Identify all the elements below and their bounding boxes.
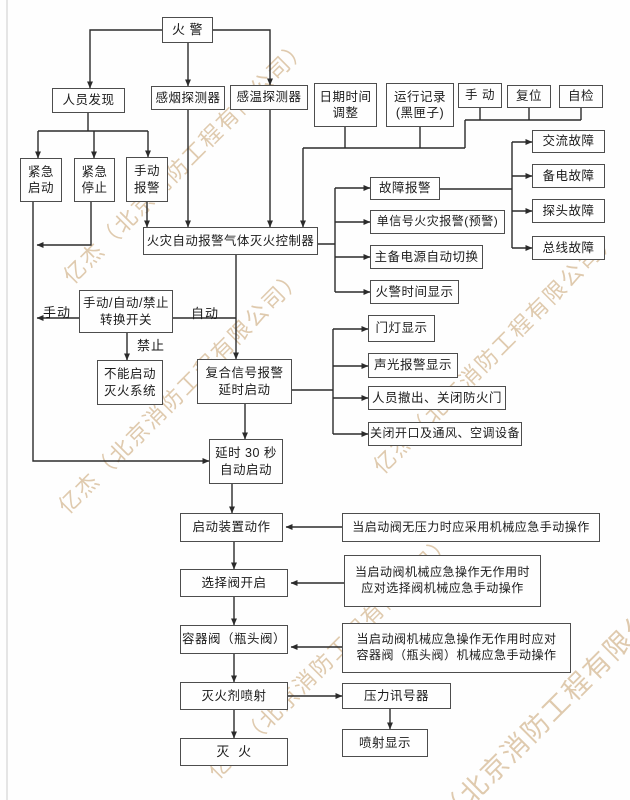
composite-signal-box-line: 复合信号报警 bbox=[205, 366, 284, 381]
emergency-stop-box-line: 紧急 bbox=[81, 164, 108, 179]
door-light-box-line: 门灯显示 bbox=[375, 321, 428, 336]
fire-controller-box: 火灾自动报警气体灭火控制器 bbox=[143, 227, 318, 255]
bus-fault-box-line: 总线故障 bbox=[542, 240, 595, 255]
note-container-valve: 当启动阀机械应急操作无作用时应对容器阀（瓶头阀）机械应急手动操作 bbox=[342, 623, 571, 673]
single-signal-alarm-box-line: 单信号火灾报警(预警) bbox=[376, 214, 499, 229]
fault-alarm-box-line: 故障报警 bbox=[378, 181, 431, 196]
delay-30s-box-line: 延时 30 秒 bbox=[215, 446, 277, 461]
spray-display-box-line: 喷射显示 bbox=[358, 735, 411, 750]
note-container-valve-line: 容器阀（瓶头阀）机械应急手动操作 bbox=[356, 648, 557, 662]
delay-30s-box-line: 自动启动 bbox=[219, 462, 272, 477]
select-valve-box: 选择阀开启 bbox=[180, 569, 288, 597]
cannot-start-box: 不能启动灭火系统 bbox=[97, 360, 163, 405]
close-vent-box-line: 关闭开口及通风、空调设备 bbox=[369, 426, 520, 441]
emergency-start-box-line: 启动 bbox=[27, 181, 54, 195]
extinguish-box: 灭 火 bbox=[180, 738, 288, 766]
run-record-box-line: 运行记录 bbox=[393, 89, 446, 104]
cannot-start-box-line: 灭火系统 bbox=[103, 383, 156, 398]
mode-switch-box-line: 手动/自动/禁止 bbox=[83, 296, 169, 311]
heat-detector-box-line: 感温探测器 bbox=[236, 90, 302, 105]
single-signal-alarm-box: 单信号火灾报警(预警) bbox=[370, 210, 505, 234]
mode-switch-box-line: 转换开关 bbox=[99, 312, 152, 327]
note-select-valve-line: 当启动阀机械应急操作无作用时 bbox=[354, 565, 530, 580]
detector-fault-box: 探头故障 bbox=[532, 199, 605, 223]
edge-stop-to-rail bbox=[36, 202, 92, 248]
reset-box-line: 复位 bbox=[515, 89, 542, 104]
manual-flow-label: 手动 bbox=[43, 305, 72, 320]
manual-alarm-box-line: 手动 bbox=[133, 164, 160, 179]
fire-controller-box-line: 火灾自动报警气体灭火控制器 bbox=[146, 233, 315, 248]
manual-box: 手 动 bbox=[458, 83, 502, 108]
note-select-valve: 当启动阀机械应急操作无作用时应对选择阀机械应急手动操作 bbox=[344, 555, 541, 607]
person-discovery-box: 人员发现 bbox=[52, 88, 125, 113]
container-valve-box: 容器阀（瓶头阀） bbox=[180, 625, 288, 654]
ac-fault-box-line: 交流故障 bbox=[542, 134, 595, 149]
person-discovery-box-line: 人员发现 bbox=[62, 93, 115, 108]
composite-signal-box-line: 延时启动 bbox=[218, 382, 271, 397]
select-valve-box-line: 选择阀开启 bbox=[201, 575, 267, 590]
smoke-detector-box: 感烟探测器 bbox=[151, 86, 225, 110]
manual-alarm-box: 手动报警 bbox=[126, 157, 168, 202]
power-auto-switch-box-line: 主备电源自动切换 bbox=[374, 249, 479, 264]
datetime-adjust-box: 日期时间调整 bbox=[314, 83, 377, 127]
close-vent-box: 关闭开口及通风、空调设备 bbox=[368, 422, 522, 446]
fault-alarm-box: 故障报警 bbox=[370, 177, 440, 200]
start-device-box: 启动装置动作 bbox=[180, 513, 283, 542]
cannot-start-box-line: 不能启动 bbox=[103, 367, 156, 382]
power-auto-switch-box: 主备电源自动切换 bbox=[370, 245, 483, 269]
smoke-detector-box-line: 感烟探测器 bbox=[155, 90, 221, 105]
edge-left-rail-to-delay bbox=[32, 202, 210, 464]
backup-power-fault-box-line: 备电故障 bbox=[542, 168, 595, 183]
edge-fire-to-heat bbox=[213, 29, 273, 86]
pressure-signal-box: 压力讯号器 bbox=[342, 683, 451, 709]
heat-detector-box: 感温探测器 bbox=[230, 85, 308, 110]
spray-display-box: 喷射显示 bbox=[342, 729, 428, 757]
manual-box-line: 手 动 bbox=[465, 88, 495, 103]
forbid-flow-label: 禁止 bbox=[137, 338, 166, 353]
evacuate-box-line: 人员撤出、关闭防火门 bbox=[371, 390, 502, 405]
auto-flow-label: 自动 bbox=[191, 306, 220, 321]
note-container-valve-line: 当启动阀机械应急操作无作用时应对 bbox=[356, 632, 557, 647]
note-start-valve: 当启动阀无压力时应采用机械应急手动操作 bbox=[342, 513, 600, 542]
detector-fault-box-line: 探头故障 bbox=[542, 203, 595, 218]
emergency-stop-box-line: 停止 bbox=[81, 181, 108, 195]
container-valve-box-line: 容器阀（瓶头阀） bbox=[181, 632, 286, 647]
reset-box: 复位 bbox=[507, 85, 551, 108]
evacuate-box: 人员撤出、关闭防火门 bbox=[368, 386, 506, 410]
note-select-valve-line: 应对选择阀机械应急手动操作 bbox=[361, 581, 524, 595]
emergency-stop-box: 紧急停止 bbox=[74, 158, 115, 202]
run-record-box: 运行记录 (黑匣子) bbox=[386, 83, 454, 127]
emergency-start-box-line: 紧急 bbox=[27, 164, 54, 179]
datetime-adjust-box-line: 调整 bbox=[332, 106, 359, 120]
composite-signal-box: 复合信号报警延时启动 bbox=[197, 359, 292, 404]
fire-alarm-box: 火 警 bbox=[162, 17, 213, 43]
run-record-box-line: (黑匣子) bbox=[395, 106, 445, 120]
extinguish-box-line: 灭 火 bbox=[216, 743, 252, 759]
note-start-valve-line: 当启动阀无压力时应采用机械应急手动操作 bbox=[352, 519, 590, 534]
pressure-signal-box-line: 压力讯号器 bbox=[363, 688, 429, 703]
scan-page-edge bbox=[6, 0, 8, 800]
emergency-start-box: 紧急启动 bbox=[20, 158, 62, 202]
mode-switch-box: 手动/自动/禁止转换开关 bbox=[79, 290, 173, 333]
fire-time-display-box: 火警时间显示 bbox=[370, 280, 459, 304]
fire-time-display-box-line: 火警时间显示 bbox=[375, 284, 454, 299]
agent-spray-box: 灭火剂喷射 bbox=[180, 682, 288, 710]
door-light-box: 门灯显示 bbox=[368, 315, 435, 342]
datetime-adjust-box-line: 日期时间 bbox=[319, 89, 372, 104]
sound-light-box-line: 声光报警显示 bbox=[373, 358, 452, 373]
self-check-box-line: 自检 bbox=[567, 89, 594, 104]
edge-fire-to-person bbox=[87, 29, 162, 89]
start-device-box-line: 启动装置动作 bbox=[192, 520, 271, 535]
manual-alarm-box-line: 报警 bbox=[133, 180, 160, 195]
bus-fault-box: 总线故障 bbox=[532, 236, 605, 260]
fire-alarm-box-line: 火 警 bbox=[171, 21, 204, 37]
ac-fault-box: 交流故障 bbox=[532, 130, 605, 153]
agent-spray-box-line: 灭火剂喷射 bbox=[201, 688, 267, 703]
self-check-box: 自检 bbox=[559, 85, 603, 108]
delay-30s-box: 延时 30 秒自动启动 bbox=[209, 439, 283, 484]
sound-light-box: 声光报警显示 bbox=[368, 353, 458, 378]
backup-power-fault-box: 备电故障 bbox=[532, 164, 605, 188]
